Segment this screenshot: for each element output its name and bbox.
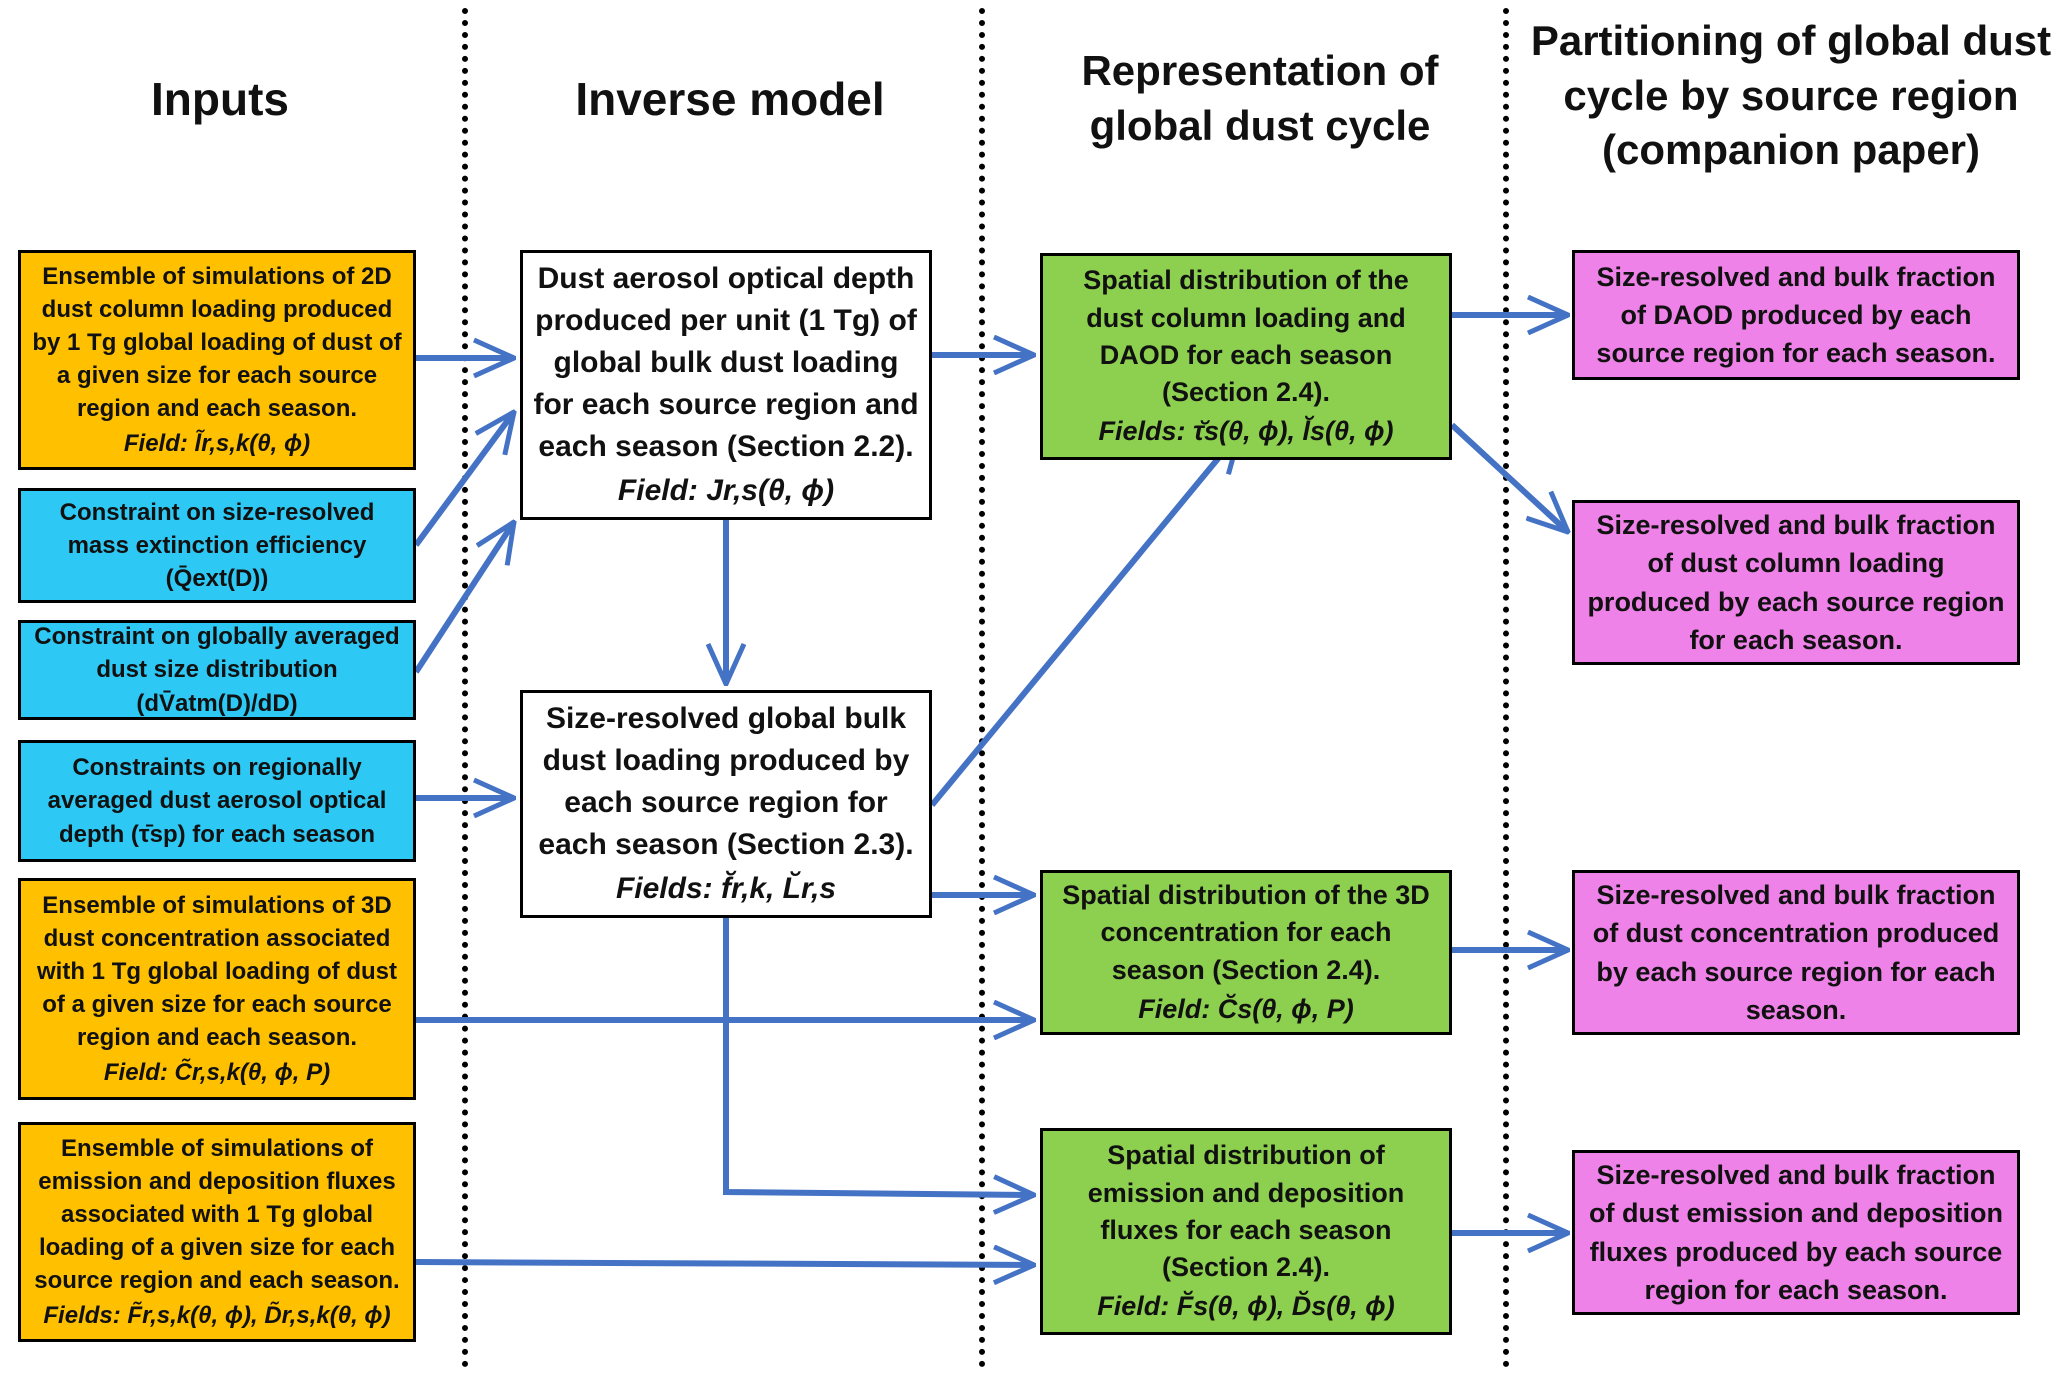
arrow-input3-to-model1 bbox=[413, 522, 514, 674]
rep-box-text: Spatial distribution of emission and dep… bbox=[1087, 1140, 1405, 1283]
column-divider-3 bbox=[1503, 8, 1509, 1368]
part-box-text: Size-resolved and bulk fraction of dust … bbox=[1592, 879, 2000, 1025]
rep-box-field: Field: F̆s(θ, ϕ), D̆s(θ, ϕ) bbox=[1097, 1291, 1395, 1322]
input-box-text: Ensemble of simulations of 3D dust conce… bbox=[37, 891, 397, 1052]
part-box-daod-fraction: Size-resolved and bulk fraction of DAOD … bbox=[1572, 250, 2020, 380]
input-box-field: Field: C̃r,s,k(θ, ϕ, P) bbox=[103, 1059, 331, 1087]
rep-box-field: Field: C̆s(θ, ϕ, P) bbox=[1138, 993, 1354, 1024]
part-box-text: Size-resolved and bulk fraction of dust … bbox=[1587, 509, 2005, 655]
rep-box-text: Spatial distribution of the 3D concentra… bbox=[1062, 880, 1430, 985]
arrow-rep1-to-part2 bbox=[1449, 422, 1568, 532]
column-title-inverse-model: Inverse model bbox=[575, 73, 885, 125]
input-box-text: Constraints on regionally averaged dust … bbox=[47, 754, 387, 848]
model-box-field: Field: Jr,s(θ, ϕ) bbox=[617, 474, 835, 507]
column-divider-2 bbox=[979, 8, 985, 1368]
model-box-field: Fields: f̆r,k, L̆r,s bbox=[615, 872, 837, 905]
part-box-text: Size-resolved and bulk fraction of DAOD … bbox=[1596, 261, 1996, 369]
part-box-emission-deposition-fraction: Size-resolved and bulk fraction of dust … bbox=[1572, 1150, 2020, 1315]
input-box-3d-concentration: Ensemble of simulations of 3D dust conce… bbox=[18, 878, 416, 1100]
input-box-regional-daod: Constraints on regionally averaged dust … bbox=[18, 740, 416, 862]
input-box-text: Constraint on size-resolved mass extinct… bbox=[59, 498, 375, 593]
input-box-size-distribution: Constraint on globally averaged dust siz… bbox=[18, 620, 416, 720]
input-box-2d-column-loading: Ensemble of simulations of 2D dust colum… bbox=[18, 250, 416, 470]
rep-box-3d-concentration: Spatial distribution of the 3D concentra… bbox=[1040, 870, 1452, 1035]
arrow-model2-to-rep3 bbox=[723, 918, 1034, 1195]
model-box-text: Size-resolved global bulk dust loading p… bbox=[538, 702, 914, 861]
part-box-concentration-fraction: Size-resolved and bulk fraction of dust … bbox=[1572, 870, 2020, 1035]
column-title-representation: Representation of global dust cycle bbox=[1081, 47, 1439, 149]
arrow-input2-to-model1 bbox=[413, 412, 514, 547]
part-box-column-loading-fraction: Size-resolved and bulk fraction of dust … bbox=[1572, 500, 2020, 665]
model-box-text: Dust aerosol optical depth produced per … bbox=[533, 262, 919, 463]
model-box-daod-per-unit: Dust aerosol optical depth produced per … bbox=[520, 250, 932, 520]
rep-box-emission-deposition: Spatial distribution of emission and dep… bbox=[1040, 1128, 1452, 1335]
column-title-inputs: Inputs bbox=[151, 73, 289, 125]
arrow-input6-to-rep3 bbox=[415, 1262, 1034, 1265]
input-box-emission-deposition: Ensemble of simulations of emission and … bbox=[18, 1122, 416, 1342]
input-box-field: Field: l̃r,s,k(θ, ϕ) bbox=[123, 430, 311, 458]
rep-box-column-loading-daod: Spatial distribution of the dust column … bbox=[1040, 253, 1452, 460]
model-box-global-bulk-loading: Size-resolved global bulk dust loading p… bbox=[520, 690, 932, 918]
input-box-text: Constraint on globally averaged dust siz… bbox=[34, 623, 400, 717]
column-title-partitioning: Partitioning of global dust cycle by sou… bbox=[1530, 17, 2052, 174]
input-box-text: Ensemble of simulations of emission and … bbox=[34, 1134, 400, 1295]
input-box-text: Ensemble of simulations of 2D dust colum… bbox=[32, 262, 402, 423]
arrow-model2-to-rep1 bbox=[929, 432, 1240, 807]
part-box-text: Size-resolved and bulk fraction of dust … bbox=[1588, 1159, 2004, 1305]
input-box-mass-extinction: Constraint on size-resolved mass extinct… bbox=[18, 488, 416, 603]
column-divider-1 bbox=[462, 8, 468, 1368]
input-box-field: Fields: F̃r,s,k(θ, ϕ), D̃r,s,k(θ, ϕ) bbox=[43, 1302, 391, 1330]
rep-box-text: Spatial distribution of the dust column … bbox=[1083, 265, 1409, 408]
rep-box-field: Fields: τ̆s(θ, ϕ), l̆s(θ, ϕ) bbox=[1098, 416, 1394, 447]
